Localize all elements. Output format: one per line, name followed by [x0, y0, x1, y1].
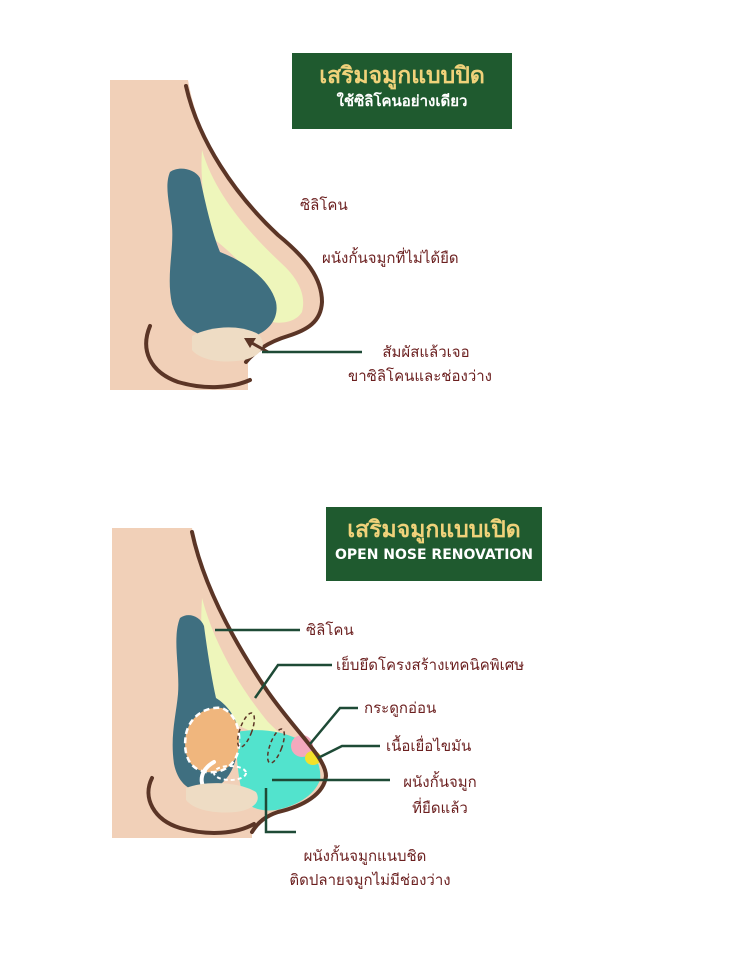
closed-label-contact-line1: สัมผัสแล้วเจอ [382, 343, 470, 361]
open-title-box: เสริมจมูกแบบเปิด OPEN NOSE RENOVATION [326, 507, 542, 581]
closed-rhinoplasty-panel: เสริมจมูกแบบปิด ใช้ซิลิโคนอย่างเดียว ซิล… [0, 0, 750, 440]
open-orange-graft [183, 706, 241, 774]
open-label-cartilage: กระดูกอ่อน [364, 699, 437, 717]
open-nose-diagram [112, 528, 390, 838]
closed-nasal-cavity [167, 168, 277, 341]
closed-title-box: เสริมจมูกแบบปิด ใช้ซิลิโคนอย่างเดียว [292, 53, 512, 129]
open-leader-fat [317, 744, 380, 760]
closed-label-contact-line2: ขาซิลิโคนและช่องว่าง [348, 367, 492, 385]
open-label-septum-line2: ที่ยืดแล้ว [412, 799, 468, 817]
open-septum-blob [186, 783, 258, 813]
closed-silicone-implant [201, 150, 304, 323]
closed-arrow-head [244, 338, 256, 348]
open-label-silicone: ซิลิโคน [306, 621, 354, 639]
closed-nose-outline [184, 84, 325, 364]
open-leader-structure [253, 663, 332, 699]
open-suture-mark-3 [213, 765, 247, 781]
open-title: เสริมจมูกแบบเปิด [347, 517, 521, 543]
open-label-fat-tissue: เนื้อเยื่อไขมัน [386, 737, 472, 755]
open-subtitle: OPEN NOSE RENOVATION [334, 547, 534, 563]
open-nostril-rim [146, 776, 256, 835]
open-rhinoplasty-panel: เสริมจมูกแบบเปิด OPEN NOSE RENOVATION ซิ… [0, 440, 750, 953]
open-suture-mark-2 [266, 728, 286, 764]
open-label-special-structure: เย็บยึดโครงสร้างเทคนิคพิเศษ [336, 656, 525, 674]
open-label-tight-line1: ผนังกั้นจมูกแนบชิด [303, 847, 427, 865]
open-leader-cartilage [309, 706, 358, 745]
closed-nostril-rim [144, 324, 252, 390]
open-leader-tight [264, 788, 296, 834]
closed-septum-blob [192, 327, 263, 362]
closed-arrow-shaft [249, 340, 269, 354]
closed-label-septum-unextended: ผนังกั้นจมูกที่ไม่ได้ยืด [322, 249, 459, 267]
closed-label-silicone: ซิลิโคน [300, 196, 348, 214]
open-silicone-implant [201, 598, 314, 770]
closed-title: เสริมจมูกแบบปิด [319, 63, 485, 89]
open-nose-outline [190, 530, 329, 834]
closed-nose-diagram [110, 80, 362, 390]
open-suture-mark-1 [236, 712, 256, 748]
open-label-tight-line2: ติดปลายจมูกไม่มีช่องว่าง [289, 871, 451, 889]
closed-subtitle: ใช้ซิลิโคนอย่างเดียว [336, 92, 468, 110]
open-label-septum-line1: ผนังกั้นจมูก [403, 773, 477, 791]
